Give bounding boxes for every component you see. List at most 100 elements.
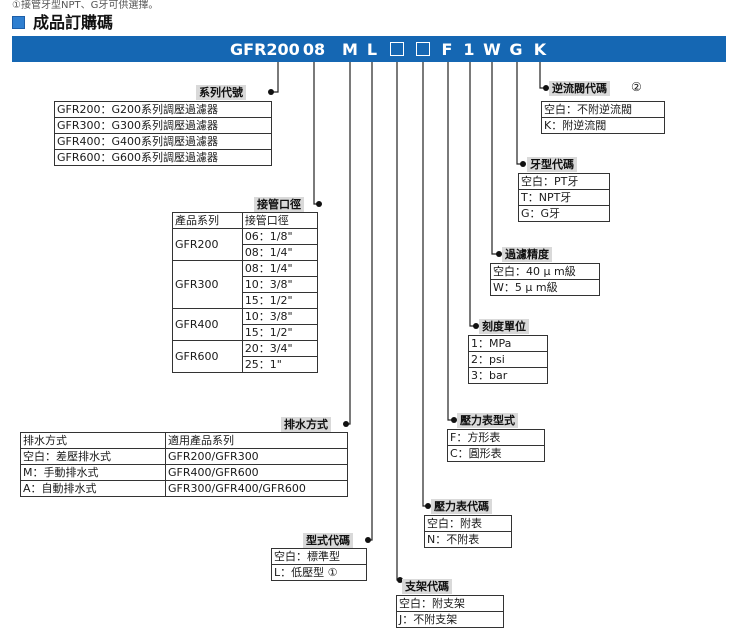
drain-method: M：手動排水式 [20,464,166,481]
gauge-type-row: F：方形表 [447,429,545,446]
port-size: 20：3/4" [241,340,319,357]
leader-unit [469,62,476,327]
leader-thread [516,62,523,165]
code-unit: 1 [463,40,475,59]
dot-gauge-type [451,417,457,423]
check-label-note: ② [631,80,642,94]
square-bullet-icon [12,16,25,29]
section-title: 成品訂購碼 [33,13,114,32]
check-table: 空白：不附逆流閥 K：附逆流閥 [541,101,665,134]
dot-check [543,85,549,91]
port-size: 15：1/2" [241,324,319,341]
drain-label: 排水方式 [281,417,331,432]
port-size: 10：3/8" [241,276,319,293]
unit-row: 2：psi [468,351,548,368]
gauge-row: N：不附表 [424,531,512,548]
drain-series: GFR200/GFR300 [165,448,348,465]
leader-check [539,62,546,89]
port-series: GFR300 [172,260,243,309]
unit-row: 1：MPa [468,335,548,352]
leader-bracket [396,62,400,581]
code-check: K [533,40,547,59]
gauge-type-table: F：方形表 C：圓形表 [447,429,545,462]
dot-port [316,201,322,207]
thread-table: 空白：PT牙 T：NPT牙 G：G牙 [518,173,610,222]
dot-drain [343,421,349,427]
port-header-series: 產品系列 [172,212,243,229]
gauge-type-label: 壓力表型式 [457,413,518,428]
dot-bracket [397,577,403,583]
series-row: GFR400：G400系列調壓過濾器 [54,133,272,150]
order-code-bar [12,36,726,62]
port-size: 15：1/2" [241,292,319,309]
filter-row: W：5 μ m級 [490,279,600,296]
top-note: ①接管牙型NPT、G牙可供選擇。 [12,0,159,11]
check-row: 空白：不附逆流閥 [541,101,665,118]
gauge-table: 空白：附表 N：不附表 [424,515,512,548]
dot-gauge [425,503,431,509]
filter-row: 空白：40 μ m級 [490,263,600,280]
code-filter: W [483,40,501,59]
type-table: 空白：標準型 L：低壓型 ① [271,548,367,581]
code-model: GFR200 [230,40,300,59]
bracket-row: J：不附支架 [396,611,504,628]
drain-header-series: 適用產品系列 [165,432,348,449]
bracket-label: 支架代碼 [402,579,452,594]
code-port: 08 [302,40,326,59]
bracket-row: 空白：附支架 [396,595,504,612]
thread-label: 牙型代碼 [527,157,577,172]
type-row: 空白：標準型 [271,548,367,565]
port-size: 08：1/4" [241,260,319,277]
gauge-type-row: C：圓形表 [447,445,545,462]
code-thread: G [509,40,523,59]
code-drain: L [366,40,378,59]
series-row: GFR300：G300系列調壓過濾器 [54,117,272,134]
series-row: GFR600：G600系列調壓過濾器 [54,149,272,166]
filter-label: 過濾精度 [502,247,552,262]
port-header-size: 接管口徑 [241,212,319,229]
leader-filter [491,62,499,255]
dot-series [268,89,274,95]
port-size: 06：1/8" [241,228,319,245]
check-row: K：附逆流閥 [541,117,665,134]
drain-header-method: 排水方式 [20,432,166,449]
series-table: GFR200：G200系列調壓過濾器 GFR300：G300系列調壓過濾器 GF… [54,101,272,166]
port-size: 25：1" [241,356,319,373]
port-size: 08：1/4" [241,244,319,261]
drain-series: GFR400/GFR600 [165,464,348,481]
check-label: 逆流閥代碼 [549,81,610,96]
check-label-text: 逆流閥代碼 [552,82,607,95]
port-label: 接管口徑 [254,197,304,212]
drain-series: GFR300/GFR400/GFR600 [165,480,348,497]
dot-unit [473,323,479,329]
dot-type [365,537,371,543]
gauge-row: 空白：附表 [424,515,512,532]
thread-row: G：G牙 [518,205,610,222]
drain-method: A：自動排水式 [20,480,166,497]
unit-label: 刻度單位 [479,319,529,334]
thread-row: 空白：PT牙 [518,173,610,190]
port-size: 10：3/8" [241,308,319,325]
type-label: 型式代碼 [303,533,353,548]
filter-table: 空白：40 μ m級 W：5 μ m級 [490,263,600,296]
gauge-label: 壓力表代碼 [431,499,492,514]
series-row: GFR200：G200系列調壓過濾器 [54,101,272,118]
leader-drain [346,62,351,425]
dot-filter [496,251,502,257]
series-label: 系列代號 [196,85,246,100]
bracket-table: 空白：附支架 J：不附支架 [396,595,504,628]
code-gauge-type: F [441,40,453,59]
leader-gauge-type [447,62,454,421]
port-series: GFR200 [172,228,243,261]
dot-thread [520,161,526,167]
drain-method: 空白：差壓排水式 [20,448,166,465]
code-type: M [342,40,358,59]
leader-gauge [422,62,428,507]
leader-type [368,62,373,541]
unit-table: 1：MPa 2：psi 3：bar [468,335,548,384]
port-series: GFR600 [172,340,243,373]
thread-row: T：NPT牙 [518,189,610,206]
